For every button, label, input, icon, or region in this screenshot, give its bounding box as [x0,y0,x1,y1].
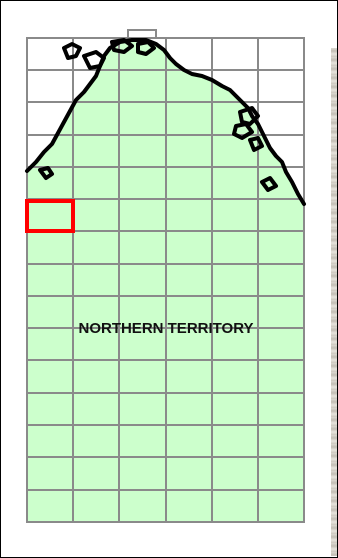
coastline [25,38,306,206]
highlighted-grid-cell[interactable] [25,199,75,233]
adjacent-map-strip [331,48,337,556]
region-label: NORTHERN TERRITORY [78,320,253,337]
top-notch [127,29,157,38]
